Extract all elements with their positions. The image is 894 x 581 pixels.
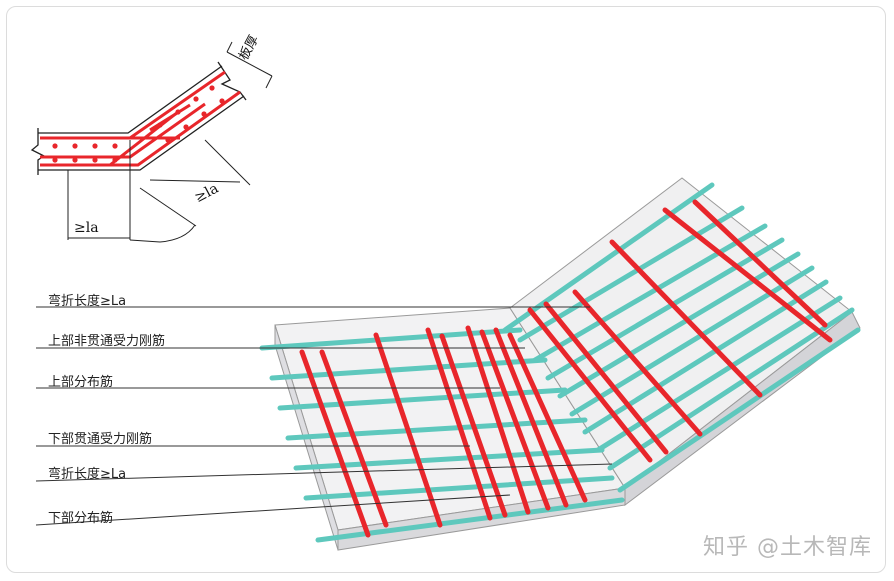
label-bend-length-bottom: 弯折长度≥La xyxy=(48,467,127,482)
label-bend-length-top: 弯折长度≥La xyxy=(48,294,127,309)
flat-main-bars xyxy=(299,325,588,538)
section-slab-outline xyxy=(30,61,247,175)
label-bottom-distribution-bar: 下部分布筋 xyxy=(48,511,114,526)
image-frame xyxy=(6,6,886,573)
label-top-distribution-bar: 上部分布筋 xyxy=(48,375,114,390)
label-bottom-continuous-main-bar: 下部贯通受力刚筋 xyxy=(48,432,153,447)
anchor-length-left-label: ≥la xyxy=(74,220,99,236)
label-top-non-continuous-main-bar: 上部非贯通受力刚筋 xyxy=(48,334,166,349)
leader-lines xyxy=(35,306,613,526)
incline-main-bars xyxy=(527,199,833,463)
section-dimension-lines xyxy=(67,41,273,243)
watermark: 知乎 @土木智库 xyxy=(703,535,872,560)
section-dots xyxy=(52,85,225,163)
